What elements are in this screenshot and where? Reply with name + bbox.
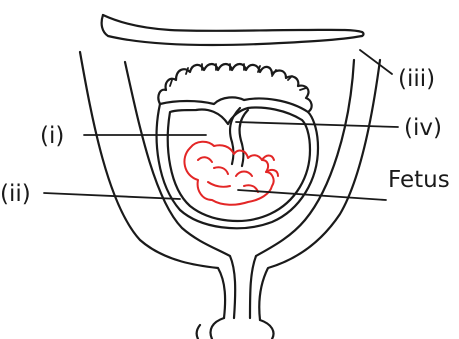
umbilical-cord — [230, 108, 248, 166]
label-i: (i) — [40, 123, 64, 149]
label-iv: (iv) — [404, 115, 442, 141]
leader-line-ii — [44, 193, 180, 199]
leader-line-iv — [236, 122, 398, 127]
label-fetus: Fetus — [388, 167, 450, 193]
placenta — [158, 64, 311, 112]
top-band — [102, 15, 364, 45]
fetus-figure — [184, 142, 278, 205]
cervix — [197, 318, 274, 339]
label-ii: (ii) — [0, 181, 31, 207]
leader-lines — [44, 50, 398, 200]
amniotic-sac — [157, 97, 318, 228]
leader-line-iii — [360, 50, 392, 74]
label-iii: (iii) — [398, 66, 435, 92]
